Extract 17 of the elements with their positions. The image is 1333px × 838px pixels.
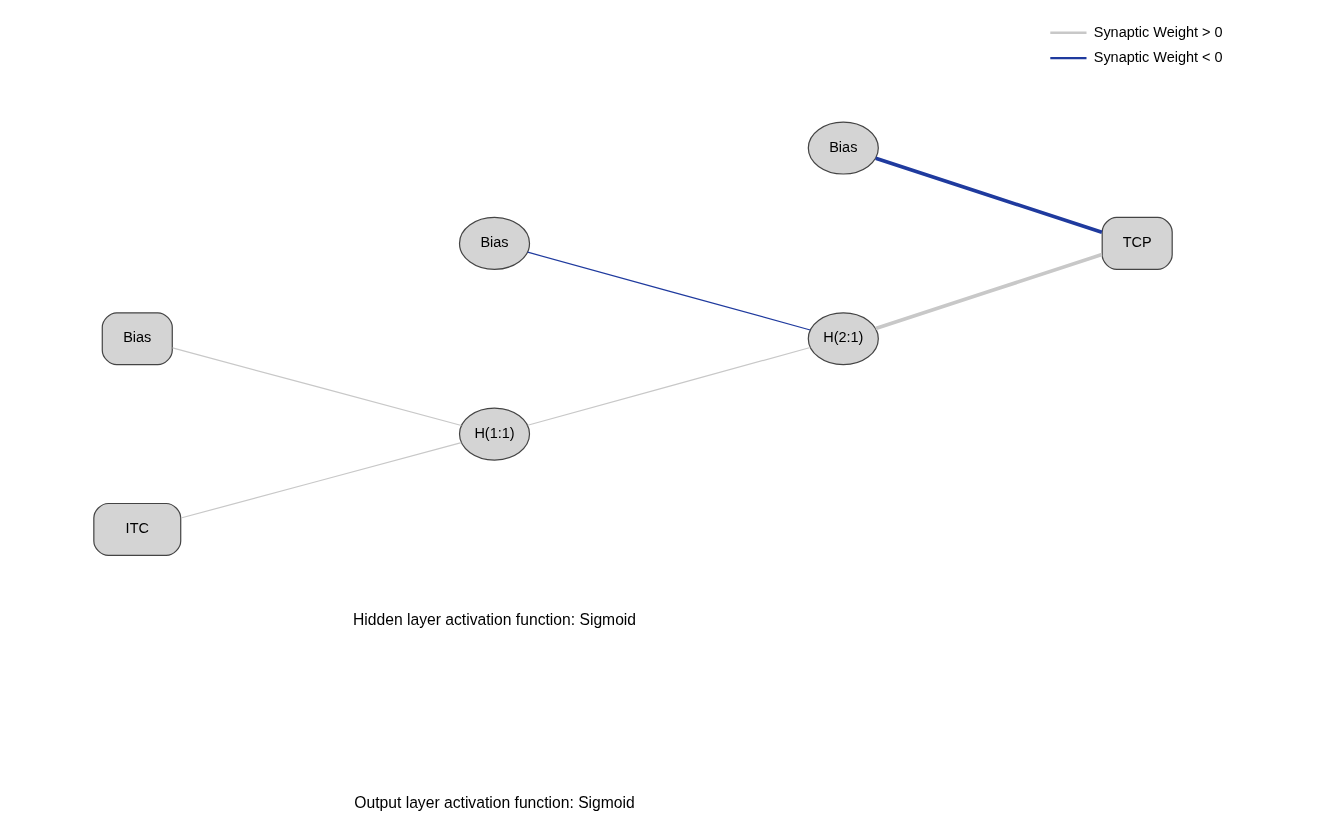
connector (527, 251, 811, 331)
label: Output layer activation function: Sigmoid (354, 793, 635, 811)
node-box: ITC (93, 502, 182, 556)
connector (875, 156, 1103, 234)
connector (180, 442, 462, 519)
connector (527, 346, 811, 426)
node-ellipse: H(2:1) (807, 312, 879, 366)
node-box: TCP (1101, 216, 1173, 270)
node-ellipse: Bias (807, 121, 879, 175)
legend-label: Synaptic Weight < 0 (1093, 48, 1223, 65)
node-ellipse: H(1:1) (458, 407, 531, 461)
connector (875, 252, 1103, 331)
connector (171, 347, 463, 427)
node-box: Bias (101, 312, 173, 366)
label: Hidden layer activation function: Sigmoid (352, 611, 637, 629)
node-ellipse: Bias (458, 216, 531, 270)
legend-label: Synaptic Weight > 0 (1093, 23, 1223, 40)
